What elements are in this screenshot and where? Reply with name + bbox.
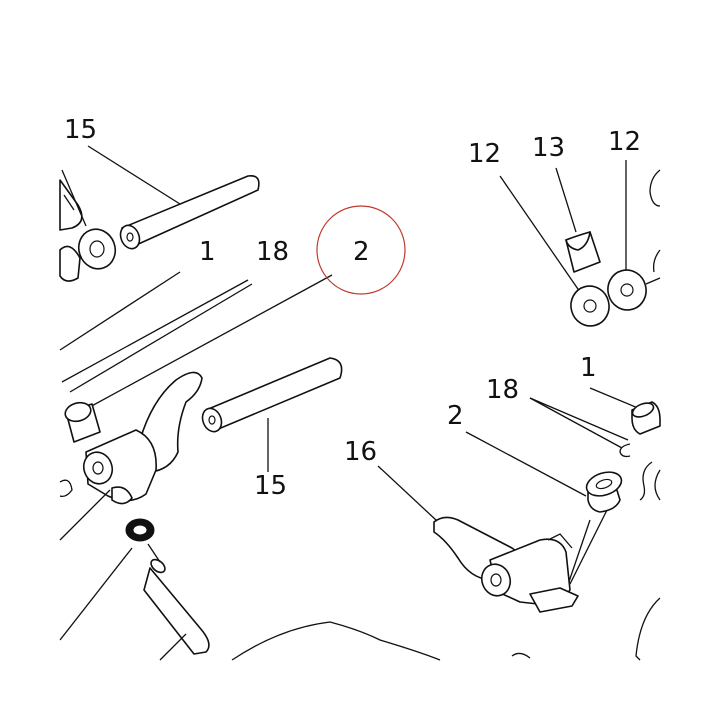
left-bracket-upper-part [59, 179, 83, 231]
left-washer-part [59, 228, 117, 282]
callout-labels: 15 1 18 2 15 12 13 12 1 18 2 16 [64, 115, 641, 501]
right-pin-18-part [619, 443, 631, 458]
callout-12-left: 12 [468, 139, 501, 169]
left-shaft-15-top-part [119, 174, 260, 250]
right-bushing-13-part [565, 231, 601, 273]
callout-16: 16 [344, 437, 377, 467]
housing-outline-part [231, 621, 441, 661]
left-shaft-15-lower-part [201, 357, 343, 433]
callout-18-right: 18 [486, 375, 519, 405]
left-leader-lines [59, 145, 333, 472]
callout-13: 13 [532, 133, 565, 163]
callout-15-bottom: 15 [254, 471, 287, 501]
callout-1-right: 1 [580, 353, 597, 383]
left-bushing-part [64, 401, 101, 443]
left-shift-lever-part [59, 371, 203, 505]
callout-2-circled: 2 [353, 237, 370, 267]
right-cap-1-part [631, 401, 661, 435]
callout-18-left: 18 [256, 237, 289, 267]
right-washer-12-left-part [570, 285, 610, 327]
callout-12-right: 12 [608, 127, 641, 157]
callout-1-left: 1 [199, 237, 216, 267]
right-edge-partial-parts [635, 169, 661, 661]
callout-2-right: 2 [447, 401, 464, 431]
right-bushing-2-part [585, 471, 623, 513]
left-roller-pin-part [59, 489, 210, 661]
right-leader-lines [377, 160, 639, 609]
right-shift-lever-16-part [433, 516, 579, 659]
callout-15-top: 15 [64, 115, 97, 145]
callout-highlight-circle [316, 205, 406, 295]
right-washer-12-right-part [607, 269, 661, 311]
